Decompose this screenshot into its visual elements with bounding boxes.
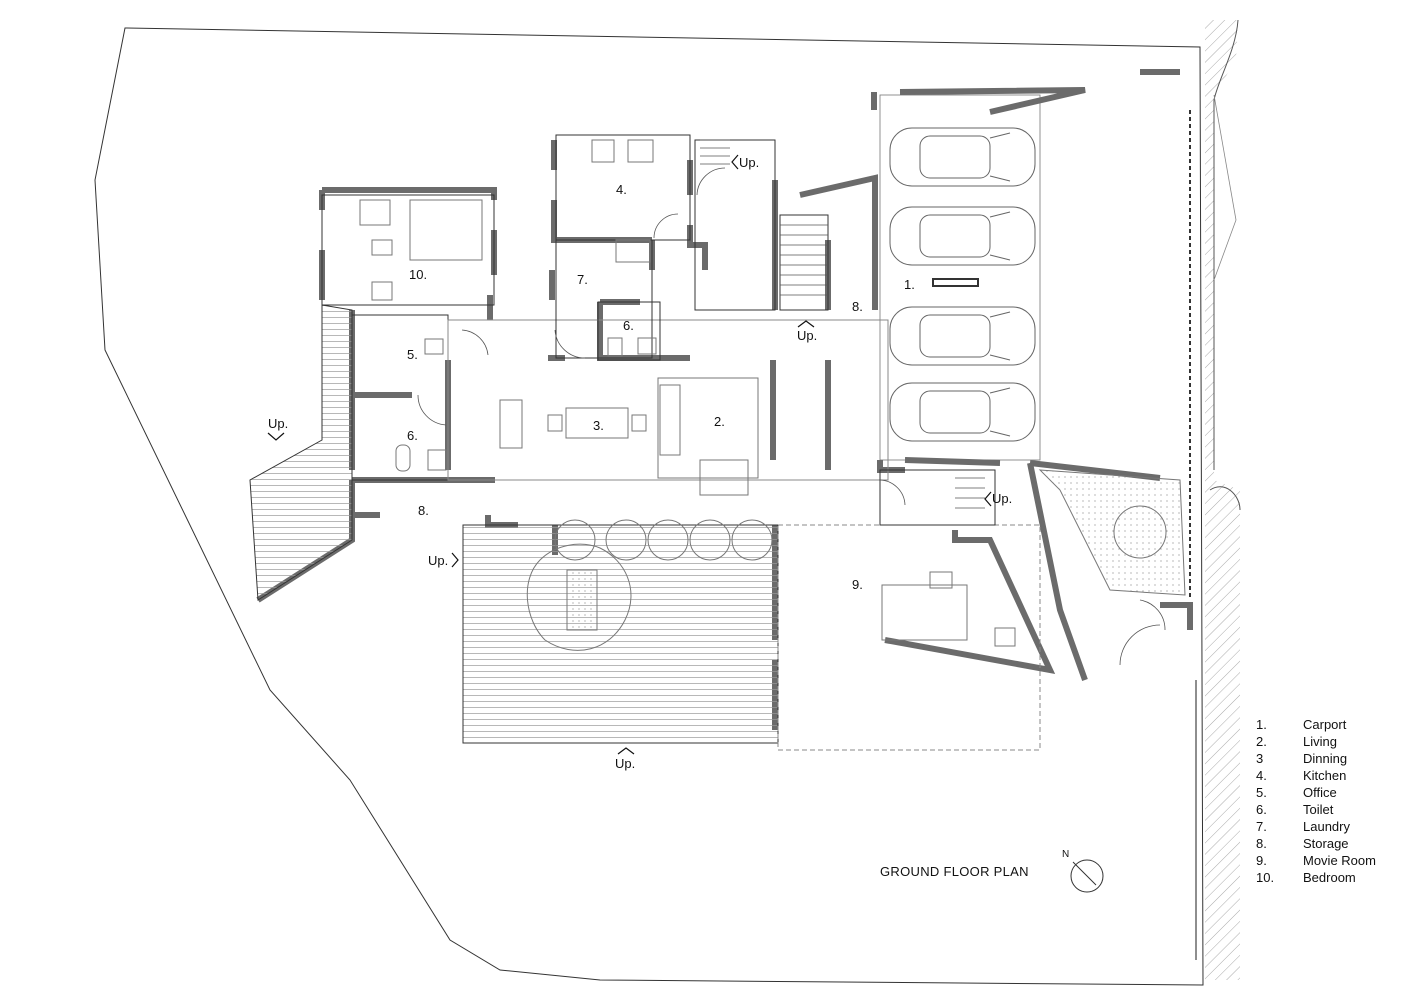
legend-name: Kitchen [1303,768,1347,783]
legend-name: Bedroom [1303,870,1356,885]
legend-number: 9. [1256,853,1267,868]
stair-label: Up. [739,155,759,170]
room-tag-bedroom: 10. [409,267,427,282]
legend-name: Living [1303,734,1337,749]
legend-number: 6. [1256,802,1267,817]
room-tag-storage: 8. [418,503,429,518]
legend-item: 3 Dinning [1256,750,1376,767]
legend-item: 6. Toilet [1256,801,1376,818]
stair-label: Up. [797,328,817,343]
legend-item: 2. Living [1256,733,1376,750]
legend-name: Dinning [1303,751,1348,766]
stair-label: Up. [615,756,635,771]
stair-label: Up. [268,416,288,431]
legend-name: Storage [1303,836,1349,851]
legend-name: Office [1303,785,1337,800]
legend-item: 9. Movie Room [1256,852,1376,869]
room-tag-toilet: 6. [407,428,418,443]
legend-name: Laundry [1303,819,1350,834]
up-chevron-icon [984,491,992,507]
room-legend: 1. Carport 2. Living 3 Dinning 4. Kitchen 5.… [1256,716,1376,886]
up-chevron-icon [617,747,635,755]
room-tag-office: 5. [407,347,418,362]
street-strip [1205,20,1240,980]
room-tag-movie-room: 9. [852,577,863,592]
room-tag-dining: 3. [593,418,604,433]
legend-name: Carport [1303,717,1347,732]
stair-label: Up. [992,491,1012,506]
legend-number: 5. [1256,785,1267,800]
legend-number: 7. [1256,819,1267,834]
west-deck [249,304,353,601]
up-chevron-icon [267,432,285,441]
legend-number: 4. [1256,768,1267,783]
legend-item: 4. Kitchen [1256,767,1376,784]
furniture [359,139,1016,647]
plan-title: GROUND FLOOR PLAN [880,864,1029,879]
legend-number: 10. [1256,870,1275,885]
legend-item: 8. Storage [1256,835,1376,852]
cars [889,127,1036,442]
up-chevron-icon [731,154,739,170]
legend-number: 2. [1256,734,1267,749]
legend-name: Movie Room [1303,853,1376,868]
room-tag-storage: 8. [852,299,863,314]
stair-treads [700,139,985,509]
room-tag-kitchen: 4. [616,182,627,197]
room-tag-living: 2. [714,414,725,429]
north-label: N [1062,849,1070,860]
stair-label: Up. [428,553,448,568]
legend-number: 3 [1256,751,1264,766]
legend-number: 8. [1256,836,1267,851]
legend-number: 1. [1256,717,1267,732]
legend-name: Toilet [1303,802,1334,817]
room-tag-toilet: 6. [623,318,634,333]
legend-item: 7. Laundry [1256,818,1376,835]
legend-item: 1. Carport [1256,716,1376,733]
site-boundary [94,27,1204,986]
up-chevron-icon [797,320,815,328]
room-tag-laundry: 7. [577,272,588,287]
legend-item: 5. Office [1256,784,1376,801]
up-chevron-icon [451,552,459,568]
tree-canopy [526,543,632,651]
north-arrow [1070,859,1104,893]
room-tag-carport: 1. [904,277,915,292]
legend-item: 10. Bedroom [1256,869,1376,886]
